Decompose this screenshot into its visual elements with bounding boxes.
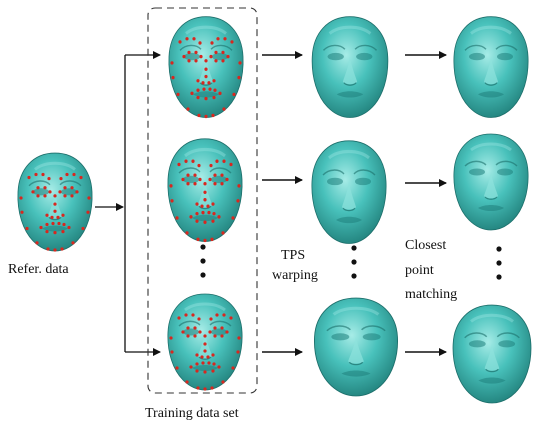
training-face-2 xyxy=(168,139,242,242)
warped-face-2 xyxy=(312,141,386,244)
warping-label: warping xyxy=(272,268,318,283)
tps-label: TPS xyxy=(281,248,305,263)
training-label: Training data set xyxy=(145,406,239,421)
matched-face-1 xyxy=(454,17,528,118)
reference-label: Refer. data xyxy=(8,262,69,277)
warped-continuation-dots xyxy=(351,245,356,278)
training-continuation-dots xyxy=(200,244,205,277)
training-face-1 xyxy=(169,17,243,118)
reference-face xyxy=(18,153,92,252)
matched-continuation-dots xyxy=(496,246,501,279)
tps-arrows xyxy=(262,55,302,352)
branch-connector xyxy=(95,55,160,352)
warped-face-3 xyxy=(314,298,397,396)
matching-arrows xyxy=(405,55,446,352)
training-face-3 xyxy=(168,294,242,391)
matched-face-3 xyxy=(453,305,531,403)
point-label: point xyxy=(405,263,434,278)
matching-label: matching xyxy=(405,287,457,302)
matched-face-2 xyxy=(454,134,528,230)
warped-face-1 xyxy=(312,17,388,118)
closest-label: Closest xyxy=(405,238,446,253)
